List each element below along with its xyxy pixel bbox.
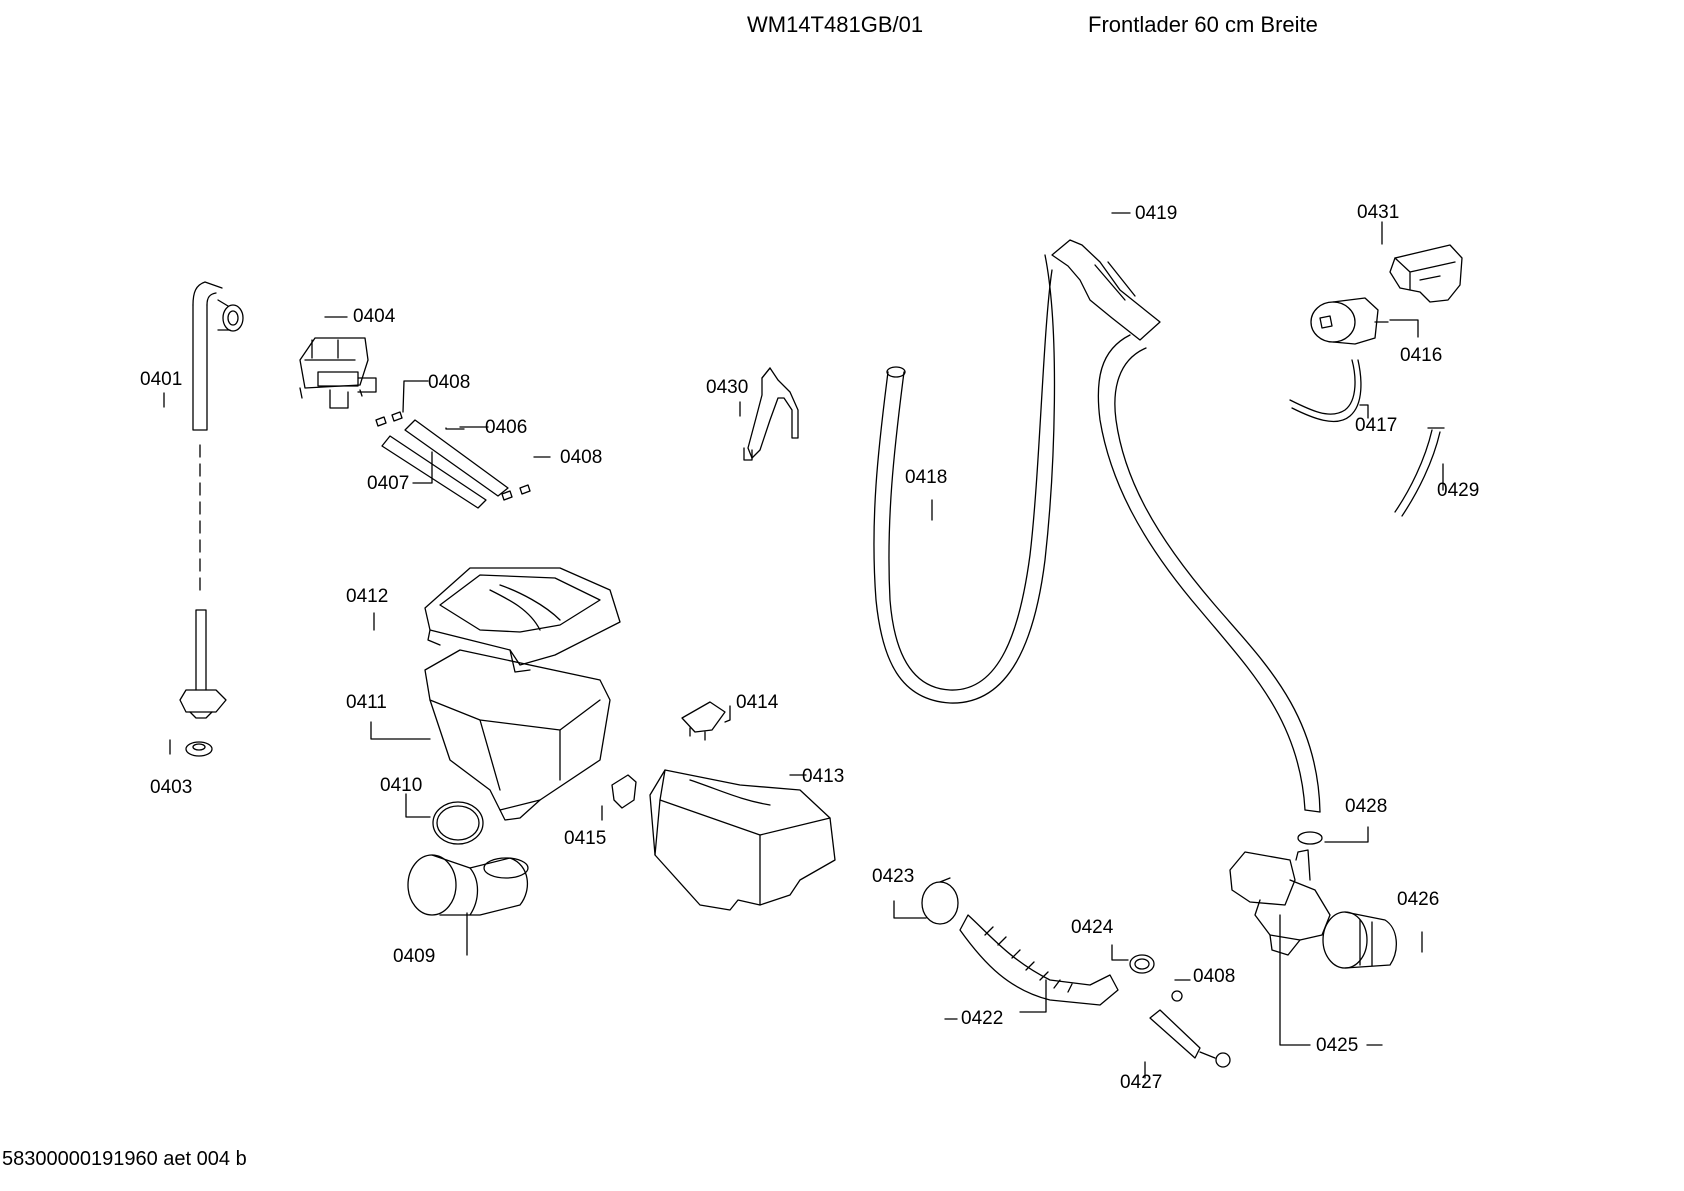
label-0425[interactable]: 0425: [1316, 1035, 1359, 1056]
label-0412[interactable]: 0412: [346, 586, 389, 607]
label-0415[interactable]: 0415: [564, 828, 607, 849]
part-0423-hose-clamp[interactable]: [922, 878, 958, 924]
label-0403[interactable]: 0403: [150, 777, 193, 798]
label-0431[interactable]: 0431: [1357, 202, 1400, 223]
label-0430[interactable]: 0430: [706, 377, 749, 398]
part-0430-bracket[interactable]: [744, 368, 798, 460]
label-0409[interactable]: 0409: [393, 946, 436, 967]
part-0408-hose-clips[interactable]: [376, 412, 1182, 1001]
part-0406-hose[interactable]: [405, 420, 508, 496]
label-0417[interactable]: 0417: [1355, 415, 1398, 436]
part-0411-dispenser-housing[interactable]: [425, 650, 610, 820]
part-0428-hose-clamp[interactable]: [1298, 832, 1322, 844]
label-0423[interactable]: 0423: [872, 866, 915, 887]
part-0424-hose-clamp[interactable]: [1130, 955, 1154, 973]
part-0404-solenoid-valve[interactable]: [300, 338, 376, 408]
part-0410-seal-ring[interactable]: [433, 802, 483, 844]
label-0414[interactable]: 0414: [736, 692, 779, 713]
label-0424[interactable]: 0424: [1071, 917, 1114, 938]
part-0401-inlet-hose[interactable]: [180, 282, 243, 718]
label-0411[interactable]: 0411: [346, 692, 387, 713]
part-0422-pump-hose[interactable]: [960, 915, 1118, 1005]
model-description: Frontlader 60 cm Breite: [1088, 12, 1318, 37]
label-0418[interactable]: 0418: [905, 467, 948, 488]
label-0428[interactable]: 0428: [1345, 796, 1388, 817]
label-0408-top[interactable]: 0408: [428, 372, 471, 393]
part-0426-pump-filter[interactable]: [1323, 912, 1396, 968]
model-number: WM14T481GB/01: [747, 12, 924, 37]
label-0407[interactable]: 0407: [367, 473, 410, 494]
part-0429-hose[interactable]: [1395, 428, 1444, 516]
label-0419[interactable]: 0419: [1135, 203, 1178, 224]
part-0413-detergent-drawer[interactable]: [650, 770, 835, 910]
part-0409-bellows[interactable]: [408, 855, 528, 915]
part-0416-pressure-switch[interactable]: [1311, 298, 1388, 344]
label-0427[interactable]: 0427: [1120, 1072, 1163, 1093]
label-0406[interactable]: 0406: [485, 417, 528, 438]
part-0403-seal-washer[interactable]: [186, 742, 212, 756]
label-0429[interactable]: 0429: [1437, 480, 1480, 501]
part-0415-clip[interactable]: [612, 775, 636, 808]
label-0422[interactable]: 0422: [961, 1008, 1004, 1029]
label-0410[interactable]: 0410: [380, 775, 423, 796]
part-0417-pressure-hose[interactable]: [1290, 360, 1361, 421]
label-0408-mid[interactable]: 0408: [560, 447, 603, 468]
label-0401[interactable]: 0401: [140, 369, 183, 390]
part-0414-clip[interactable]: [682, 702, 725, 740]
part-0431-pressure-switch-bracket[interactable]: [1390, 245, 1462, 302]
label-0416[interactable]: 0416: [1400, 345, 1443, 366]
label-0408-bottom[interactable]: 0408: [1193, 966, 1236, 987]
label-0404[interactable]: 0404: [353, 306, 396, 327]
part-0418-0419-drain-hose[interactable]: [874, 240, 1320, 812]
label-0426[interactable]: 0426: [1397, 889, 1440, 910]
leader-lines: [164, 213, 1443, 1078]
document-code: 58300000191960 aet 004 b: [2, 1148, 247, 1170]
part-0412-dispenser-cover[interactable]: [425, 568, 620, 672]
part-0407-hose[interactable]: [382, 436, 486, 508]
label-0413[interactable]: 0413: [802, 766, 845, 787]
part-0427-hose[interactable]: [1150, 1010, 1230, 1067]
